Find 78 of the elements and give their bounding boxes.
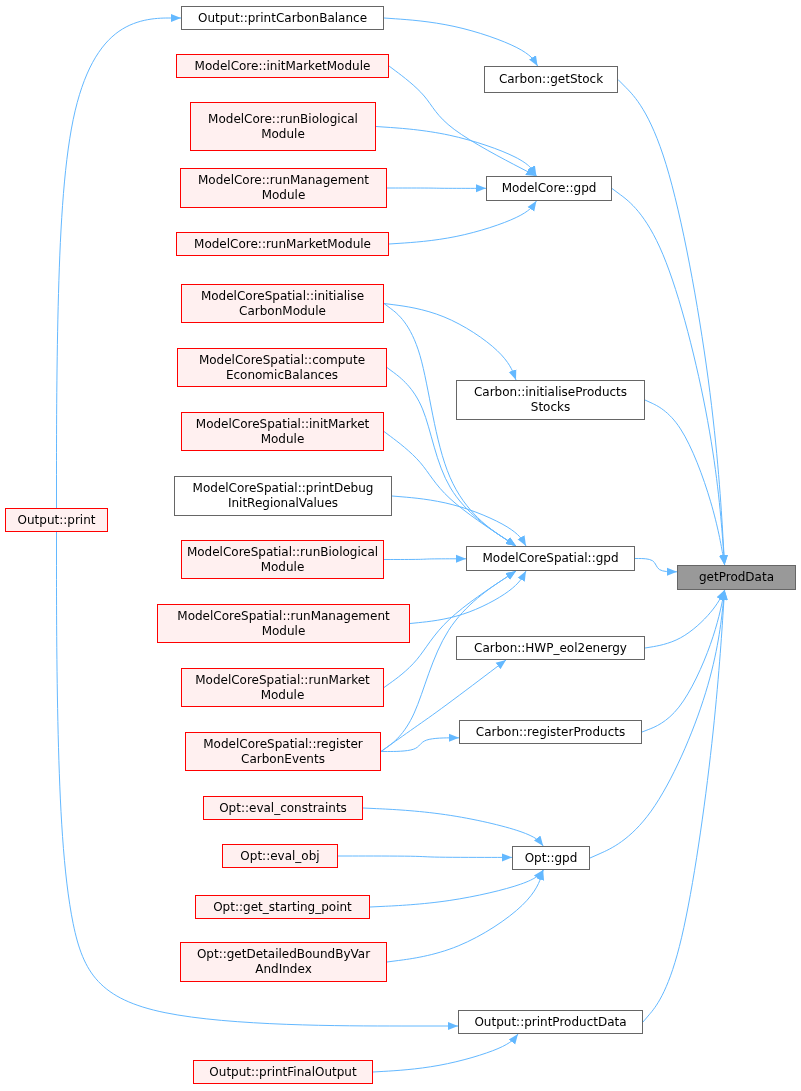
function-name: Carbon::registerProducts	[474, 724, 627, 740]
truncated-function-box	[176, 54, 389, 78]
function-box	[181, 6, 384, 30]
function-box	[456, 380, 645, 420]
call-arrow	[388, 65, 537, 177]
truncated-function-box	[157, 604, 410, 643]
function-name: ModelCore::gpd	[500, 181, 598, 196]
call-arrow	[56, 14, 182, 509]
call-arrow	[375, 126, 537, 177]
function-box	[174, 476, 392, 516]
function-name: ModelCoreSpatial::initMarket Module	[194, 416, 371, 447]
call-arrow	[337, 853, 513, 862]
call-arrow	[391, 495, 527, 547]
truncated-function-box	[185, 732, 381, 771]
function-name: ModelCore::initMarketModule	[193, 58, 372, 74]
call-arrow	[380, 733, 460, 752]
function-name: ModelCoreSpatial::printDebug InitRegionalValues	[191, 481, 375, 511]
function-name: ModelCoreSpatial::gpd	[481, 551, 620, 566]
call-arrow	[383, 17, 539, 67]
function-name: Output::printFinalOutput	[208, 1064, 358, 1080]
function-name: Carbon::initialiseProducts Stocks	[472, 385, 629, 415]
function-box	[459, 720, 642, 744]
call-arrow	[369, 869, 544, 908]
function-name: getProdData	[698, 570, 775, 585]
call-arrow	[644, 399, 727, 566]
truncated-function-box	[181, 284, 384, 323]
truncated-function-box	[181, 668, 384, 707]
function-name: Opt::getDetailedBoundByVar AndIndex	[195, 947, 372, 977]
function-name: ModelCoreSpatial::initialise CarbonModule	[199, 288, 366, 319]
function-box	[456, 636, 645, 660]
function-name: ModelCoreSpatial::register CarbonEvents	[202, 736, 364, 767]
truncated-function-box	[190, 102, 376, 151]
function-box	[466, 546, 635, 571]
truncated-function-box	[177, 348, 387, 387]
function-name: Opt::eval_constraints	[218, 800, 348, 816]
call-arrow	[644, 589, 726, 649]
function-name: Opt::eval_obj	[239, 848, 321, 864]
call-arrow	[388, 200, 537, 245]
function-name: ModelCoreSpatial::runBiological Module	[185, 544, 380, 575]
truncated-function-box	[222, 844, 338, 868]
truncated-function-box	[193, 1060, 373, 1084]
function-name: ModelCore::runBiological Module	[207, 111, 359, 142]
call-arrow	[386, 869, 545, 963]
selected-function-box	[677, 565, 796, 590]
truncated-function-box	[5, 508, 108, 532]
function-name: ModelCoreSpatial::compute EconomicBalances	[197, 352, 367, 383]
call-arrow	[386, 184, 487, 193]
call-arrow	[56, 531, 459, 1030]
truncated-function-box	[181, 412, 384, 451]
call-arrow	[372, 1033, 519, 1073]
call-arrow	[409, 570, 527, 624]
function-box	[486, 176, 612, 201]
call-arrow	[383, 431, 517, 547]
truncated-function-box	[195, 895, 370, 919]
truncated-function-box	[176, 232, 389, 256]
function-name: Carbon::getStock	[497, 72, 605, 87]
function-name: ModelCore::runMarketModule	[193, 236, 372, 252]
function-box	[484, 66, 618, 93]
function-name: Output::print	[16, 512, 97, 528]
function-name: Output::printCarbonBalance	[196, 10, 369, 26]
function-box	[512, 846, 590, 870]
call-arrow	[380, 659, 507, 752]
call-arrow	[383, 303, 517, 381]
function-name: Opt::get_starting_point	[212, 899, 353, 915]
function-name: Opt::gpd	[523, 850, 579, 866]
function-name: ModelCoreSpatial::runMarket Module	[194, 672, 371, 703]
function-box	[458, 1010, 643, 1034]
function-name: ModelCore::runManagement Module	[196, 173, 371, 203]
truncated-function-box	[203, 796, 363, 820]
function-name: Carbon::HWP_eol2energy	[473, 640, 628, 656]
function-name: ModelCoreSpatial::runManagement Module	[176, 608, 391, 639]
call-arrow	[634, 558, 678, 576]
call-arrow	[362, 807, 544, 847]
truncated-function-box	[180, 168, 387, 208]
call-arrow	[642, 589, 728, 1023]
function-name: Output::printProductData	[473, 1014, 628, 1030]
call-arrow	[383, 554, 467, 563]
truncated-function-box	[180, 942, 387, 982]
